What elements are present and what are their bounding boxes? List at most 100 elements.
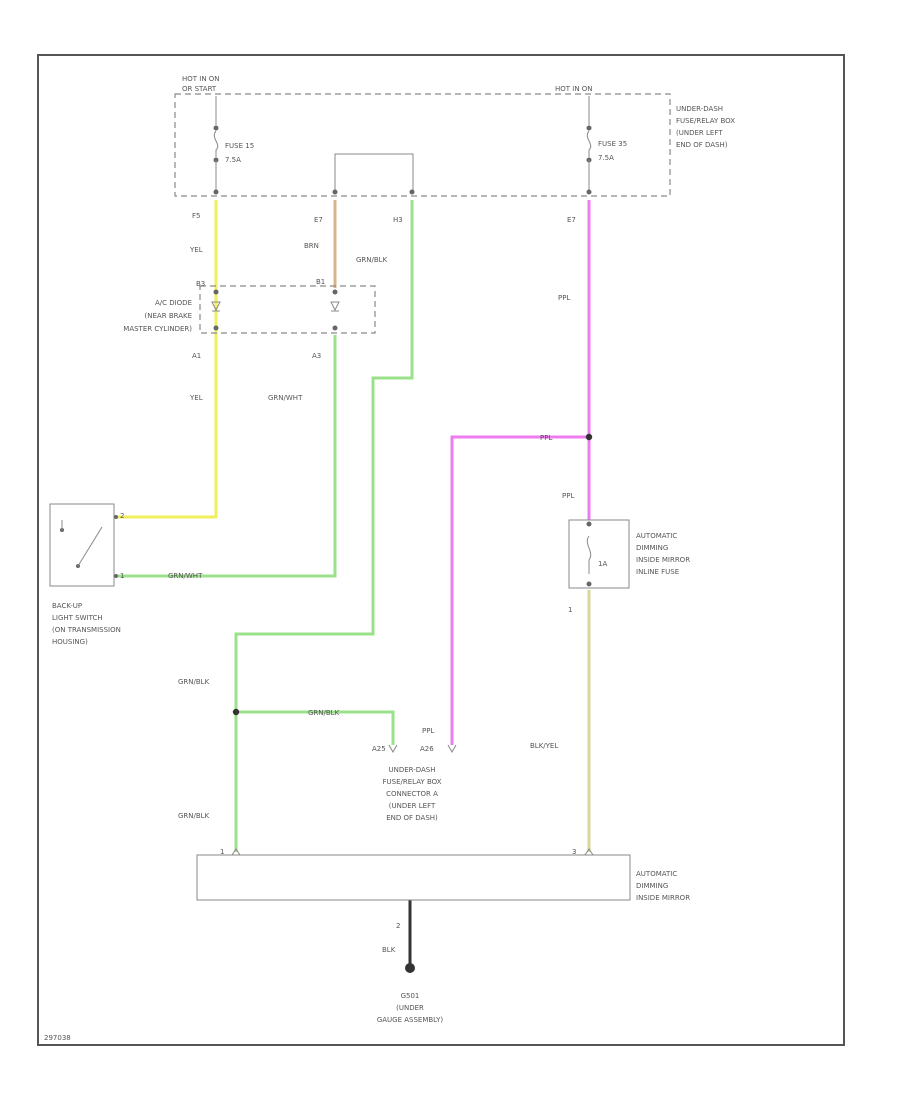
mirror-pin-1-symbol <box>231 848 241 856</box>
backup-light-switch: 2 1 BACK-UP LIGHT SWITCH (ON TRANSMISSIO… <box>49 503 124 646</box>
diagram-frame <box>37 54 845 1046</box>
wire-label-ppl-junction: PPL <box>540 434 552 442</box>
mirror-pin-3-symbol <box>584 848 594 856</box>
splice-ppl <box>585 433 593 441</box>
ac-diode-pin-b3: B3 <box>196 280 205 288</box>
wire-label-brn: BRN <box>304 242 319 250</box>
connector-label-1: UNDER-DASH <box>388 766 435 774</box>
fuse-35-pin <box>586 189 592 195</box>
wire-label-blk: BLK <box>382 946 396 954</box>
wire-label-grn-blk-upper: GRN/BLK <box>356 256 388 264</box>
backup-switch-arm <box>77 526 103 567</box>
ground-icon <box>405 963 415 973</box>
ground-label-1: G501 <box>401 992 420 1000</box>
backup-switch-label-1: BACK-UP <box>52 602 82 610</box>
ac-diode-terminal-b3 <box>213 289 219 295</box>
wire-grn-wht <box>118 335 337 578</box>
ac-diode-terminal-a3 <box>332 325 338 331</box>
ac-diode-right-symbol <box>330 301 340 312</box>
wire-label-ppl-upper: PPL <box>558 294 570 302</box>
fuse-35-symbol <box>586 130 592 157</box>
backup-switch-pin-1-terminal <box>114 574 118 578</box>
backup-switch-label-4: HOUSING) <box>52 638 88 646</box>
connector-a: A25 A26 UNDER-DASH FUSE/RELAY BOX CONNEC… <box>372 744 457 822</box>
wire-label-blk-yel: BLK/YEL <box>530 742 558 750</box>
mirror-pin-3: 3 <box>572 848 576 856</box>
backup-switch-label-2: LIGHT SWITCH <box>52 614 103 622</box>
ac-diode-label-3: MASTER CYLINDER) <box>123 325 192 333</box>
wire-yel <box>118 200 218 519</box>
pin-f5-label: F5 <box>192 212 200 220</box>
splice-grn-blk <box>232 708 240 716</box>
automatic-dimming-mirror: 1 3 2 AUTOMATIC DIMMING INSIDE MIRROR <box>196 848 690 930</box>
fuse-box-title-4: END OF DASH) <box>676 141 728 149</box>
wire-label-grn-wht: GRN/WHT <box>268 394 303 402</box>
pin-e7-label: E7 <box>314 216 323 224</box>
ground-g501: G501 (UNDER GAUGE ASSEMBLY) <box>377 963 444 1024</box>
ac-diode-pin-a3: A3 <box>312 352 321 360</box>
ground-label-3: GAUGE ASSEMBLY) <box>377 1016 444 1024</box>
ac-diode-outline <box>199 285 376 334</box>
mirror-label-2: DIMMING <box>636 882 668 890</box>
inline-fuse-label-1: AUTOMATIC <box>636 532 677 540</box>
fuse-15: FUSE 15 7.5A <box>213 125 254 195</box>
fuse-box-title-2: FUSE/RELAY BOX <box>676 117 735 125</box>
connector-label-2: FUSE/RELAY BOX <box>382 778 441 786</box>
connector-label-5: END OF DASH) <box>386 814 438 822</box>
mirror-pin-2: 2 <box>396 922 400 930</box>
fuse-box-title-3: (UNDER LEFT <box>676 129 723 137</box>
mirror-label-3: INSIDE MIRROR <box>636 894 690 902</box>
ac-diode-pin-b1: B1 <box>316 278 325 286</box>
connector-pin-a26: A26 <box>420 745 434 753</box>
fuse-15-pin <box>213 189 219 195</box>
pin-h3-label: H3 <box>393 216 403 224</box>
inline-fuse-symbol <box>586 535 592 574</box>
mirror-label-1: AUTOMATIC <box>636 870 677 878</box>
wire-label-grn-wht-switch: GRN/WHT <box>168 572 203 580</box>
inline-fuse-terminal-top <box>586 521 592 527</box>
fuse-15-rating: 7.5A <box>225 156 241 164</box>
inline-fuse-pin: 1 <box>568 606 572 614</box>
fuse-box-title-1: UNDER-DASH <box>676 105 723 113</box>
connector-a25-symbol <box>388 744 398 754</box>
ac-diode: B3 B1 A1 A3 A/C DIODE (NEAR BRAKE MASTER… <box>123 278 376 360</box>
fuse-box-internal-link <box>334 153 414 192</box>
connector-pin-a25: A25 <box>372 745 386 753</box>
connector-label-4: (UNDER LEFT <box>389 802 436 810</box>
inline-fuse-terminal-bottom <box>586 581 592 587</box>
fuse-15-terminal-top <box>213 125 219 131</box>
wire-grn-blk-trunk <box>234 200 414 852</box>
hot-in-on-or-start-label-2: OR START <box>182 85 217 93</box>
fuse-15-symbol <box>213 130 219 157</box>
inline-fuse-amp: 1A <box>598 560 607 568</box>
fuse-15-label: FUSE 15 <box>225 142 254 150</box>
backup-switch-body <box>49 503 115 587</box>
wire-label-ppl-fuse: PPL <box>562 492 574 500</box>
wire-label-yel-lower: YEL <box>189 394 203 402</box>
inline-fuse-label-2: DIMMING <box>636 544 668 552</box>
inline-fuse-label-4: INLINE FUSE <box>636 568 679 576</box>
fuse-35-rating: 7.5A <box>598 154 614 162</box>
pin-e7-right-label: E7 <box>567 216 576 224</box>
backup-switch-pin-1: 1 <box>120 572 124 580</box>
inline-fuse-body <box>568 519 630 589</box>
wires <box>118 200 591 968</box>
wire-label-grn-blk-left: GRN/BLK <box>178 678 210 686</box>
ac-diode-label-1: A/C DIODE <box>155 299 192 307</box>
wire-labels: YEL BRN GRN/BLK PPL YEL GRN/WHT GRN/WHT … <box>168 242 574 954</box>
backup-switch-label-3: (ON TRANSMISSION <box>52 626 121 634</box>
fuse-box-pin-h3-terminal <box>409 189 415 195</box>
connector-label-3: CONNECTOR A <box>386 790 438 798</box>
fuse-35-terminal-top <box>586 125 592 131</box>
fuse-35-label: FUSE 35 <box>598 140 627 148</box>
wire-ppl-branch <box>450 435 589 745</box>
hot-in-on-or-start-label: HOT IN ON <box>182 75 220 83</box>
ground-label-2: (UNDER <box>396 1004 424 1012</box>
ac-diode-terminal-b1 <box>332 289 338 295</box>
fuse-box-pin-e7-terminal <box>332 189 338 195</box>
fuse-box-outline <box>174 93 671 197</box>
connector-a26-symbol <box>447 744 457 754</box>
wire-label-ppl-lower: PPL <box>422 727 434 735</box>
ac-diode-label-2: (NEAR BRAKE <box>145 312 192 320</box>
